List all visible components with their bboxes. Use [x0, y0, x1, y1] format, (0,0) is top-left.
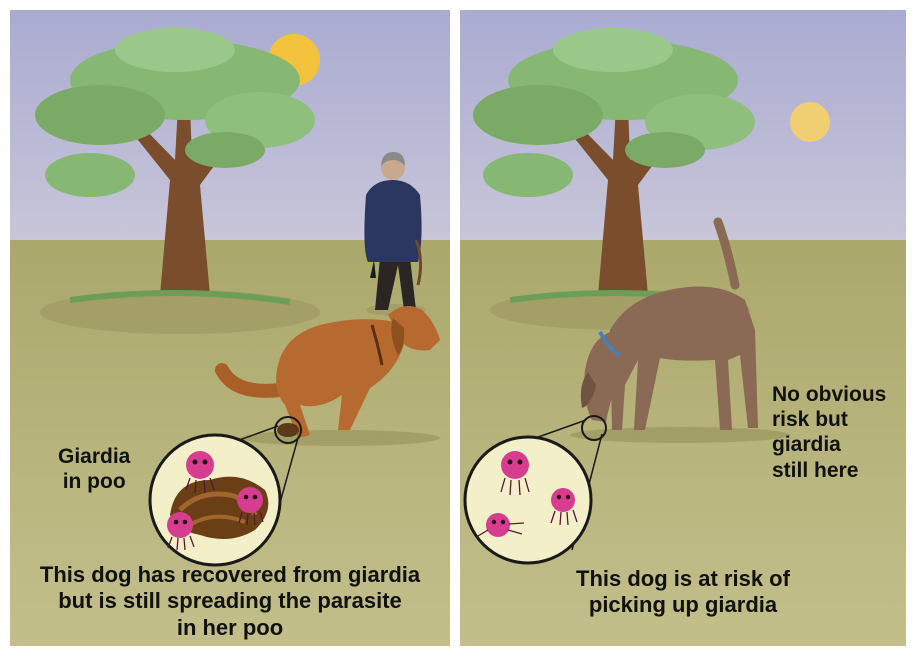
giardia-in-poo-label: Giardia in poo: [58, 444, 130, 494]
risk-note-line-2: risk but: [772, 407, 886, 432]
risk-note-line-3: giardia: [772, 432, 886, 457]
left-caption-line-1: This dog has recovered from giardia: [10, 562, 450, 588]
risk-note-line-1: No obvious: [772, 382, 886, 407]
giardia-label-line-2: in poo: [58, 469, 130, 494]
right-panel: No obvious risk but giardia still here T…: [460, 10, 906, 646]
sun-icon: [790, 102, 830, 142]
right-scene: [460, 10, 906, 646]
right-caption-line-1: This dog is at risk of: [460, 566, 906, 592]
dog-shadow: [240, 430, 440, 446]
risk-note-line-4: still here: [772, 458, 886, 483]
left-caption-line-3: in her poo: [10, 615, 450, 641]
left-panel: Giardia in poo This dog has recovered fr…: [10, 10, 450, 646]
poo-icon: [277, 423, 299, 437]
left-scene: [10, 10, 450, 646]
magnified-poo-inset: [150, 435, 280, 565]
left-caption-line-2: but is still spreading the parasite: [10, 588, 450, 614]
right-caption-line-2: picking up giardia: [460, 592, 906, 618]
magnified-ground-inset: [465, 437, 591, 563]
risk-side-note: No obvious risk but giardia still here: [772, 382, 886, 483]
right-caption: This dog is at risk of picking up giardi…: [460, 566, 906, 619]
left-caption: This dog has recovered from giardia but …: [10, 562, 450, 641]
giardia-label-line-1: Giardia: [58, 444, 130, 469]
